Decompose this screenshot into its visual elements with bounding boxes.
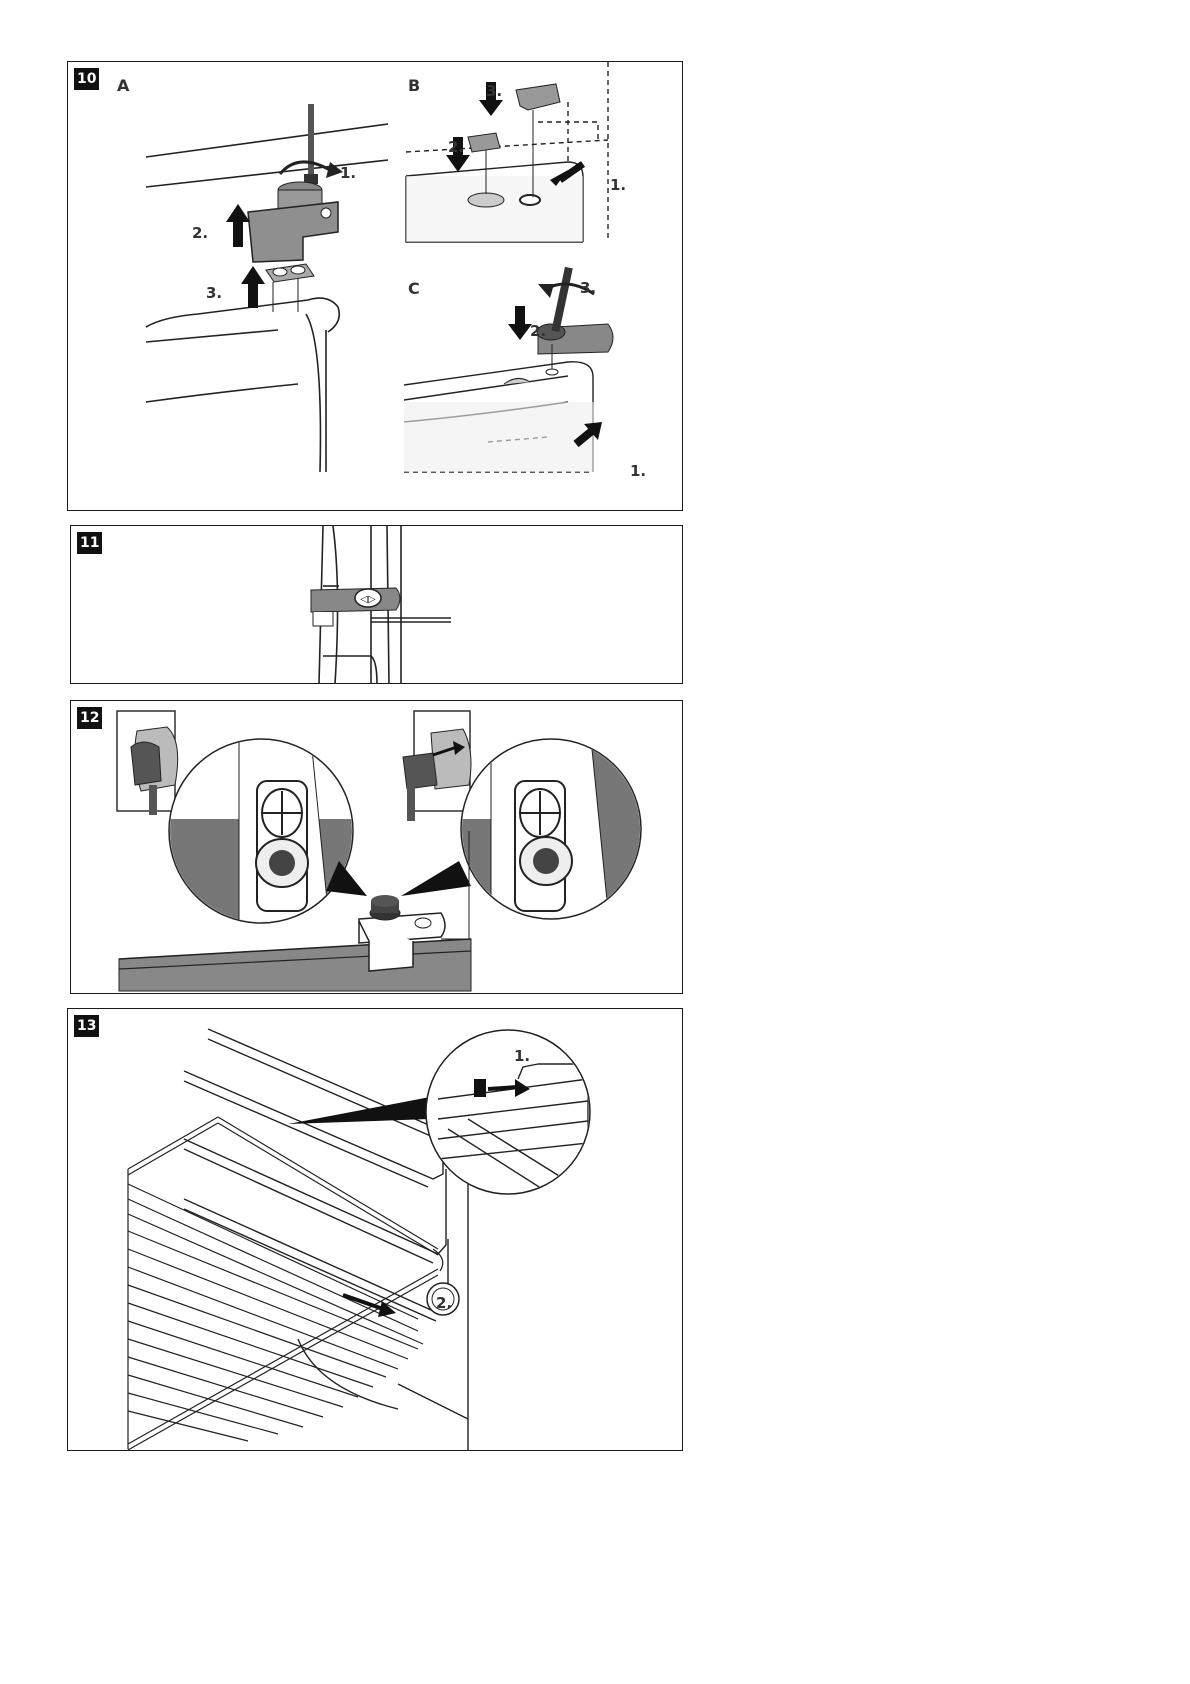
plug-icon <box>117 711 178 815</box>
plug-icon <box>403 711 471 821</box>
figure-12-illustration <box>71 701 683 994</box>
svg-text:◁▷: ◁▷ <box>360 594 376 605</box>
figure-number-badge: 11 <box>77 532 102 554</box>
step-label: 2. <box>530 322 546 340</box>
figure-13-panel: 13 1. 2. <box>67 1008 683 1451</box>
figure-11-illustration: ◁▷ <box>71 526 683 684</box>
step-label: 2. <box>436 1294 452 1312</box>
step-label: 3. <box>486 82 502 100</box>
step-label: 3. <box>206 284 222 302</box>
hinge-bracket-icon: ◁▷ <box>311 588 400 626</box>
step-label: 1. <box>514 1047 530 1065</box>
step-label: 1. <box>630 462 646 480</box>
figure-12-panel: 12 <box>70 700 683 994</box>
figure-13-illustration <box>68 1009 683 1451</box>
step-label: 1. <box>610 176 626 194</box>
figure-10-panel: 10 A B C 1. 2. 3. 3. 2. 1. 3. 2. 1. <box>67 61 683 511</box>
wire-shelf-icon <box>128 1117 443 1450</box>
step-label: 2. <box>192 224 208 242</box>
subfigure-label-c: C <box>408 279 420 298</box>
subfigure-label-b: B <box>408 76 420 95</box>
figure-number-badge: 12 <box>77 707 102 729</box>
figure-number-badge: 10 <box>74 68 99 90</box>
step-label: 2. <box>448 138 464 156</box>
figure-number-badge: 13 <box>74 1015 99 1037</box>
hinge-bracket-icon <box>248 182 338 262</box>
step-label: 1. <box>340 164 356 182</box>
screwdriver-icon <box>304 104 318 184</box>
step-label: 3. <box>580 279 596 297</box>
subfigure-label-a: A <box>117 76 129 95</box>
figure-11-panel: 11 ◁▷ <box>70 525 683 684</box>
